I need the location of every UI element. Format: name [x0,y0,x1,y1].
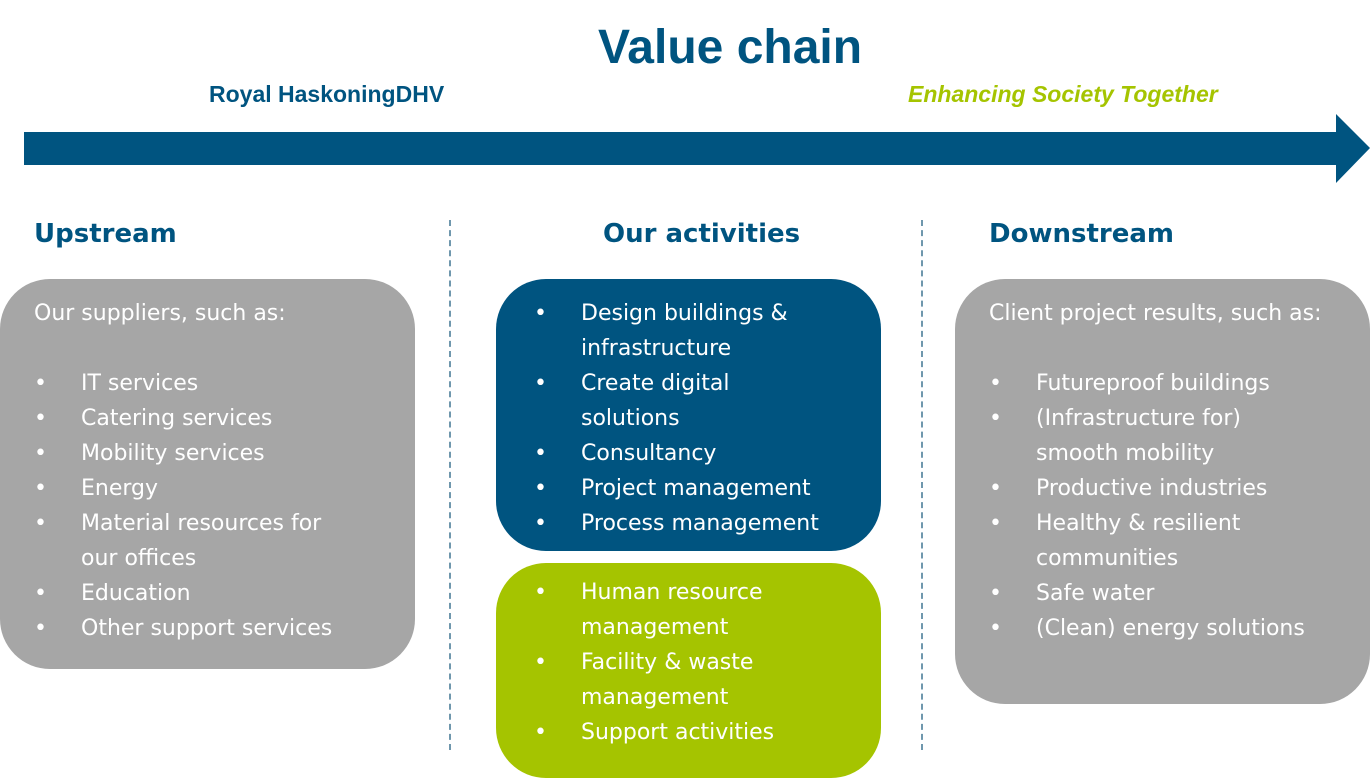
list-item-text: (Infrastructure for) [1036,406,1241,431]
bullet-icon: • [34,441,47,466]
bullet-icon: • [34,511,47,536]
list-item-text: Support activities [581,720,775,745]
list-item-text: Other support services [81,616,333,641]
tagline: Enhancing Society Together [908,81,1218,107]
bullet-icon: • [534,371,547,396]
list-item-text: Energy [81,476,159,501]
bullet-icon: • [534,580,547,605]
bullet-icon: • [534,650,547,675]
upstream-list: • IT services • Catering services • Mobility … [34,366,332,646]
upstream-heading: Upstream [34,219,177,249]
list-item-text: our offices [81,546,197,571]
bullet-icon: • [34,371,47,396]
bullet-icon: • [989,616,1002,641]
support-activities-list: • Human resource management • Facility & was… [534,575,774,750]
list-item: • Productive industries [989,471,1305,506]
bullet-icon: • [534,720,547,745]
list-item: • Facility & waste management [534,645,774,715]
bullet-icon: • [534,301,547,326]
list-item-text: infrastructure [581,336,732,361]
list-item: • Process management [534,506,819,541]
list-item-text: smooth mobility [1036,441,1215,466]
list-item-text: Consultancy [581,441,717,466]
bullet-icon: • [34,616,47,641]
downstream-intro: Client project results, such as: [989,301,1322,326]
bullet-icon: • [534,511,547,536]
list-item: • Create digital solutions [534,366,819,436]
list-item: • Design buildings & infrastructure [534,296,819,366]
list-item: • Energy [34,471,332,506]
list-item-text: Catering services [81,406,273,431]
bullet-icon: • [989,406,1002,431]
list-item: • Healthy & resilient communities [989,506,1305,576]
list-item-text: solutions [581,406,680,431]
list-item: • Futureproof buildings [989,366,1305,401]
bullet-icon: • [989,511,1002,536]
list-item: • Catering services [34,401,332,436]
list-item: • Consultancy [534,436,819,471]
list-item: • Human resource management [534,575,774,645]
list-item-text: management [581,685,729,710]
list-item-text: IT services [81,371,199,396]
upstream-intro: Our suppliers, such as: [34,301,286,326]
list-item: • Education [34,576,332,611]
list-item: • Mobility services [34,436,332,471]
list-item-text: Healthy & resilient [1036,511,1241,536]
value-chain-arrow [24,114,1370,183]
list-item: • Safe water [989,576,1305,611]
bullet-icon: • [989,371,1002,396]
list-item-text: Facility & waste [581,650,754,675]
activities-heading: Our activities [603,219,801,249]
list-item-text: Safe water [1036,581,1155,606]
list-item-text: management [581,615,729,640]
bullet-icon: • [989,476,1002,501]
list-item-text: Material resources for [81,511,322,536]
list-item: • (Clean) energy solutions [989,611,1305,646]
list-item-text: Project management [581,476,811,501]
list-item-text: Human resource [581,580,763,605]
list-item-text: Create digital [581,371,730,396]
bullet-icon: • [34,406,47,431]
list-item-text: communities [1036,546,1179,571]
list-item-text: Process management [581,511,819,536]
list-item-text: Futureproof buildings [1036,371,1270,396]
page-title: Value chain [597,21,863,74]
brand-name: Royal HaskoningDHV [209,81,445,107]
downstream-list: • Futureproof buildings • (Infrastructure f… [989,366,1305,646]
list-item-text: Mobility services [81,441,265,466]
list-item-text: (Clean) energy solutions [1036,616,1305,641]
bullet-icon: • [534,476,547,501]
list-item: • (Infrastructure for) smooth mobility [989,401,1305,471]
list-item-text: Design buildings & [581,301,788,326]
list-item-text: Productive industries [1036,476,1268,501]
divider-left [449,220,451,750]
list-item: • Material resources for our offices [34,506,332,576]
divider-right [921,220,923,750]
bullet-icon: • [534,441,547,466]
list-item: • Other support services [34,611,332,646]
core-activities-box: • Design buildings & infrastructure • Create… [496,279,881,551]
downstream-box: Client project results, such as: • Future… [955,279,1370,704]
bullet-icon: • [34,476,47,501]
list-item: • Support activities [534,715,774,750]
core-activities-list: • Design buildings & infrastructure • Create… [534,296,819,541]
support-activities-box: • Human resource management • Facility & was… [496,563,881,778]
list-item-text: Education [81,581,191,606]
downstream-heading: Downstream [989,219,1174,249]
list-item: • Project management [534,471,819,506]
bullet-icon: • [989,581,1002,606]
upstream-box: Our suppliers, such as: • IT services • Cat… [0,279,415,669]
list-item: • IT services [34,366,332,401]
bullet-icon: • [34,581,47,606]
